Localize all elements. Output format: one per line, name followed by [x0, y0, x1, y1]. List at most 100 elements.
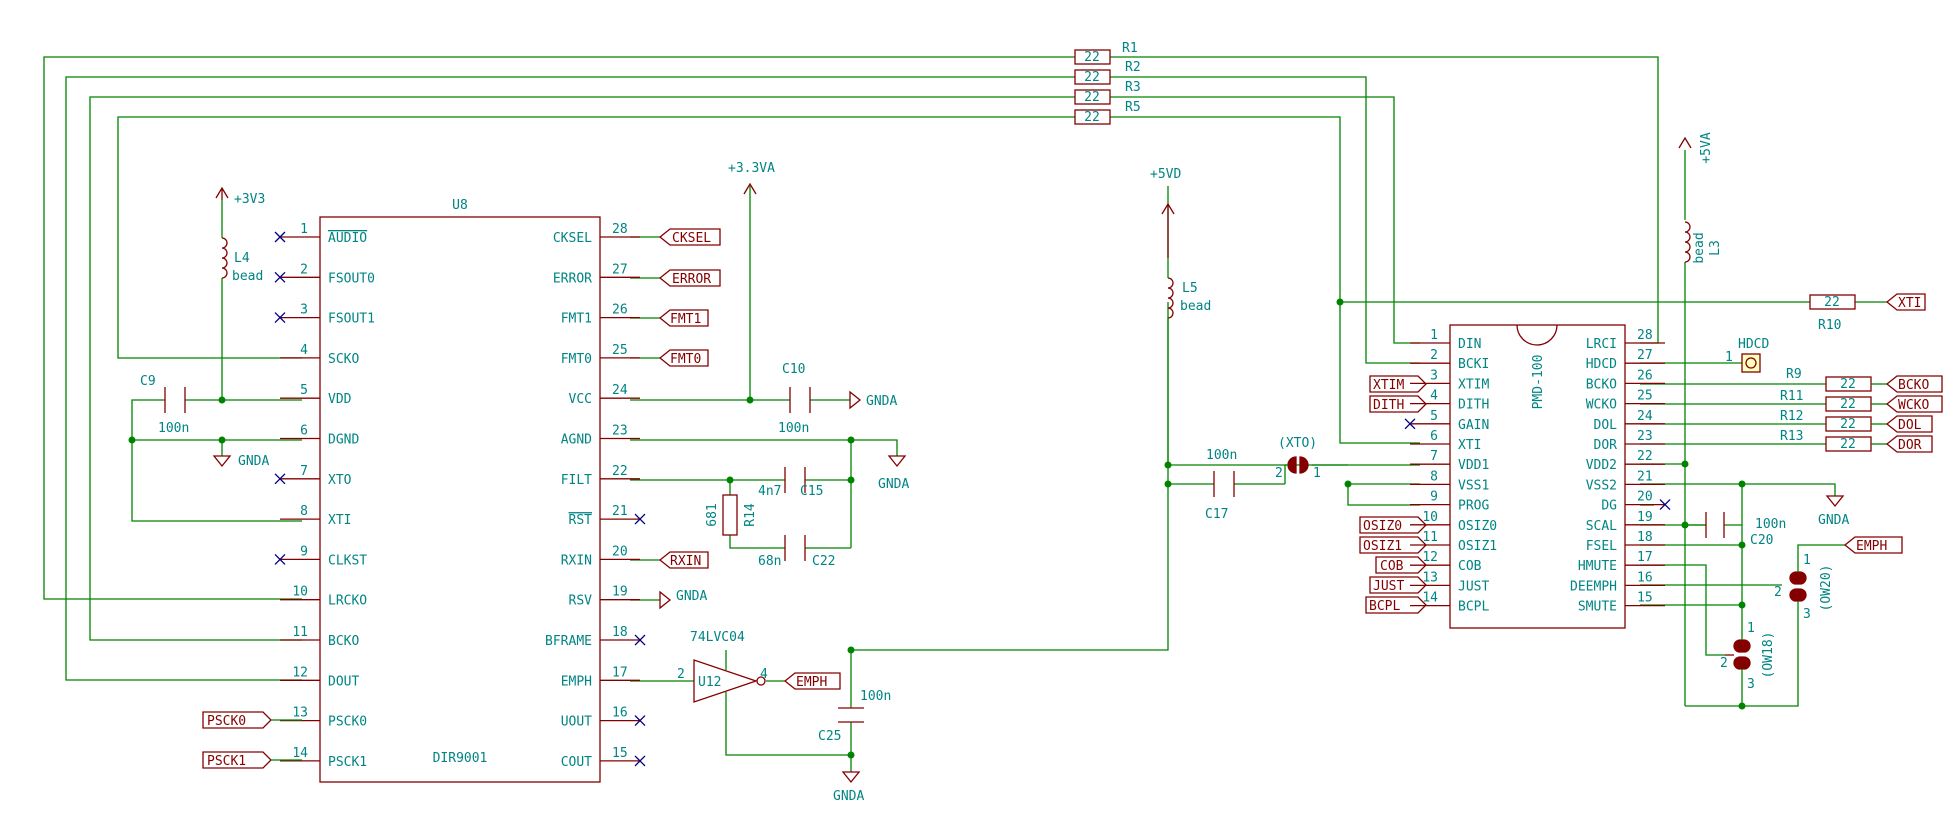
jumper-ow20[interactable]: 1 2 3 (OW20) [1774, 553, 1834, 622]
net-label-cob[interactable]: COB [1375, 556, 1427, 574]
capacitor-c17[interactable]: 100n C17 [1205, 448, 1237, 522]
net-label-emph-jumper[interactable]: EMPH [1843, 536, 1903, 554]
net-label-cksel[interactable]: CKSEL [658, 228, 721, 246]
net-label-wcko[interactable]: WCKO [1885, 395, 1943, 413]
net-label-fmt0[interactable]: FMT0 [658, 349, 709, 367]
net-label-dith[interactable]: DITH [1369, 395, 1427, 413]
net-label-emph-u12[interactable]: EMPH [783, 672, 841, 690]
testpoint-hdcd[interactable]: HDCD 1 [1725, 337, 1769, 373]
resistor-r3[interactable]: 22 R3 [1074, 80, 1141, 105]
resistor-r13[interactable]: 22 R13 [1780, 429, 1872, 452]
net-label-osiz1[interactable]: OSIZ1 [1359, 536, 1427, 554]
inverter-u12[interactable]: 74LVC04 U12 2 4 [677, 630, 768, 703]
resistor-r9[interactable]: 22 R9 [1786, 367, 1872, 392]
jumper-xto[interactable]: (XTO) 2 1 [1275, 436, 1321, 484]
net-label-xtim[interactable]: XTIM [1369, 375, 1427, 393]
resistor-r14[interactable]: 681 R14 [705, 494, 758, 536]
net-label-fmt1[interactable]: FMT1 [658, 309, 709, 327]
resistor-r5[interactable]: 22 R5 [1074, 100, 1141, 125]
inductor-l5[interactable]: L5 bead [1167, 258, 1211, 465]
jumper-ow18[interactable]: 1 2 3 (OW18) [1720, 621, 1776, 692]
pmd-100[interactable]: PMD-100 DIN1BCKI2XTIM3DITH4GAIN5XTI6VDD1… [1404, 324, 1671, 629]
net-label-dol[interactable]: DOL [1885, 415, 1933, 433]
capacitor-c20[interactable]: 100n C20 [1705, 512, 1786, 548]
capacitor-c10[interactable]: C10 100n [778, 362, 811, 436]
capacitor-c25[interactable]: 100n C25 [818, 689, 891, 744]
u8-dir9001[interactable]: U8 DIR9001 AUDIO1FSOUT02FSOUT13SCKO4VDD5… [274, 198, 646, 783]
net-label-dor[interactable]: DOR [1885, 435, 1933, 453]
capacitor-c15[interactable]: 4n7 C15 [758, 467, 823, 499]
inductor-l3[interactable]: bead L3 [1684, 221, 1723, 264]
resistor-r10[interactable]: 22 R10 [1809, 294, 1856, 333]
resistor-r1[interactable]: 22 R1 [1074, 41, 1138, 65]
resistor-r2[interactable]: 22 R2 [1074, 60, 1141, 85]
net-label-error[interactable]: ERROR [658, 269, 721, 287]
capacitor-c9[interactable]: C9 100n [140, 374, 189, 436]
net-label-psck0[interactable]: PSCK0 [202, 711, 302, 729]
net-label-bcko[interactable]: BCKO [1885, 375, 1943, 393]
net-label-rxin[interactable]: RXIN [658, 551, 709, 569]
net-label-psck1[interactable]: PSCK1 [202, 751, 302, 769]
inductor-l4[interactable]: L4 bead [221, 237, 263, 284]
capacitor-c22[interactable]: 68n C22 [758, 535, 835, 569]
net-label-bcpl[interactable]: BCPL [1365, 596, 1427, 614]
net-label-osiz0[interactable]: OSIZ0 [1359, 516, 1427, 534]
net-label-xti[interactable]: XTI [1885, 293, 1926, 311]
